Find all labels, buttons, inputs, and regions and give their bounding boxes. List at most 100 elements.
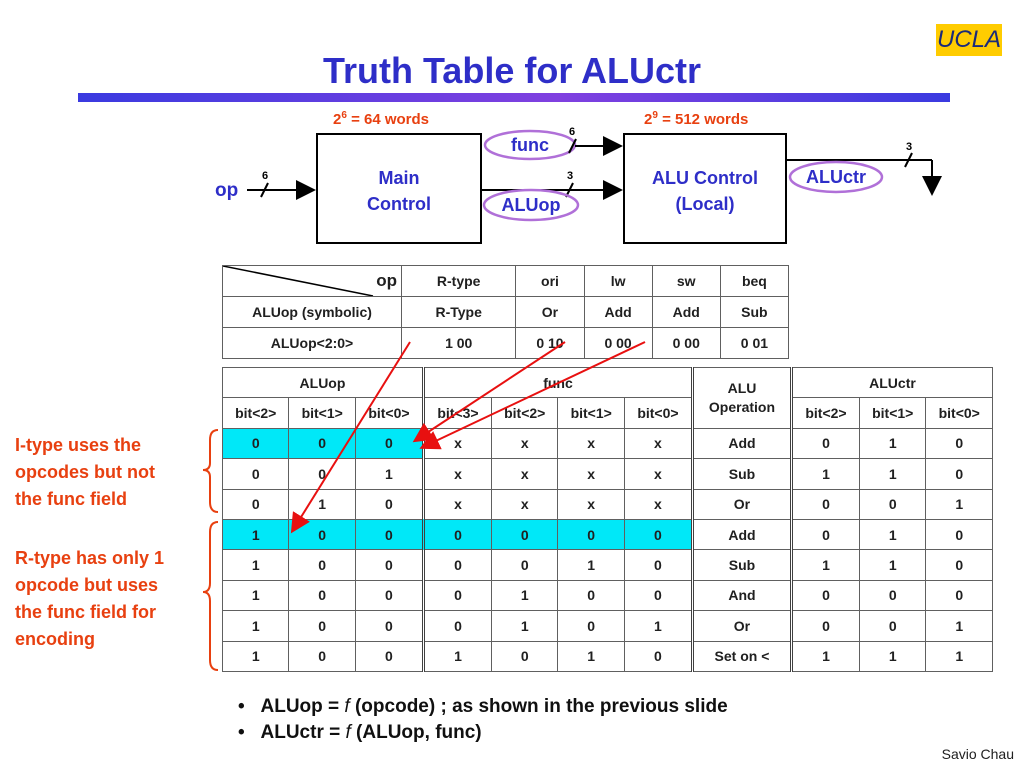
table-cell: x [557, 488, 625, 520]
aluctr-bus-tick [904, 152, 913, 168]
op-corner-label: op [376, 271, 397, 290]
table-cell: Set on < [690, 640, 792, 673]
table-cell: 0 [490, 549, 559, 581]
table-cell: Or [690, 610, 792, 642]
table-cell: 0 [623, 518, 693, 551]
table-cell: 0 [490, 640, 559, 673]
table-cell: 1 [925, 640, 993, 673]
bit-header-row: bit<2>bit<1>bit<0>bit<3>bit<2>bit<1>bit<… [221, 397, 993, 429]
rtype-note-line: opcode but uses [15, 575, 159, 595]
lw-arrow [412, 341, 566, 443]
alu-operation-header: ALU Operation [690, 367, 792, 429]
cell: 0 01 [719, 327, 790, 359]
table-cell: 0 [623, 640, 693, 673]
rtype-arrow [290, 341, 411, 534]
table-cell: 0 [221, 488, 290, 520]
table-cell: 1 [221, 549, 290, 581]
table-cell: 1 [858, 427, 927, 460]
table-cell: 0 [789, 610, 861, 642]
rtype-note: R-type has only 1 opcode but uses the fu… [15, 545, 164, 653]
table-cell: 0 [490, 518, 559, 551]
table-cell: Sub [690, 458, 792, 490]
opcode-table: op R-type ori lw sw beq ALUop (symbolic)… [222, 265, 790, 359]
table-cell: 0 [421, 549, 493, 581]
rtype-note-line: R-type has only 1 [15, 548, 165, 568]
table-cell: x [490, 488, 559, 520]
row-label: ALUop<2:0> [222, 327, 402, 359]
table-cell: 1 [925, 488, 993, 520]
table-cell: Add [690, 427, 792, 460]
slide-title: Truth Table for ALUctr [323, 50, 701, 91]
func-bits: 6 [569, 126, 575, 138]
table-cell: 0 [925, 549, 993, 581]
rtype-note-line: encoding [15, 629, 95, 649]
main-control-box [316, 133, 482, 244]
table-cell: 1 [858, 518, 927, 551]
rtype-brace [202, 521, 219, 671]
bit-header: bit<0> [623, 397, 693, 429]
bit-header: bit<1> [557, 397, 625, 429]
cell: 0 00 [651, 327, 721, 359]
table-cell: 1 [221, 640, 290, 673]
table-cell: 0 [354, 518, 424, 551]
itype-note-line: the func field [15, 489, 127, 509]
truth-table: ALUop func ALU Operation ALUctr bit<2>bi… [221, 366, 994, 673]
table-cell: 0 [557, 518, 625, 551]
func-bus-tick [568, 138, 577, 154]
aluop-oval [482, 188, 580, 222]
bit-header: bit<1> [288, 397, 356, 429]
table-cell: 0 [288, 579, 356, 612]
table-cell: 0 [354, 488, 424, 520]
aluctr-bits: 3 [906, 141, 912, 153]
cell: R-Type [400, 296, 517, 328]
table-cell: 0 [421, 610, 493, 642]
table-cell: 1 [925, 610, 993, 642]
op-bus-tick [260, 182, 269, 198]
table-cell: 0 [925, 579, 993, 612]
itype-note-line: I-type uses the [15, 435, 142, 455]
func-label: func [511, 135, 549, 155]
alu-operation-header-1: ALU [727, 379, 757, 396]
table-cell: 0 [858, 488, 927, 520]
sw-arrow [419, 341, 646, 450]
table-cell: 1 [789, 458, 861, 490]
cell: Add [583, 296, 653, 328]
table-cell: 1 [557, 640, 625, 673]
table-cell: x [421, 488, 493, 520]
bit-header: bit<0> [354, 397, 424, 429]
table-cell: Add [690, 518, 792, 551]
table-cell: 0 [789, 579, 861, 612]
table-cell: And [690, 579, 792, 612]
cell: Sub [719, 296, 790, 328]
title-underline [78, 93, 950, 102]
table-cell: 0 [354, 579, 424, 612]
opcode-row: ALUop (symbolic) R-Type Or Add Add Sub [222, 296, 790, 328]
table-cell: 0 [354, 640, 424, 673]
table-cell: 0 [858, 610, 927, 642]
opcode-col: lw [583, 265, 653, 297]
aluop-bits: 3 [567, 170, 573, 182]
table-cell: x [623, 488, 693, 520]
table-cell: 0 [623, 579, 693, 612]
table-cell: 1 [789, 640, 861, 673]
table-cell: 0 [288, 640, 356, 673]
aluctr-oval [788, 160, 884, 194]
cell: 1 00 [400, 327, 517, 359]
table-cell: 0 [421, 579, 493, 612]
table-cell: 0 [789, 427, 861, 460]
alu-control-box [623, 133, 787, 244]
aluop-label: ALUop [502, 195, 561, 215]
table-cell: 0 [354, 549, 424, 581]
diagonal-line [223, 266, 374, 296]
main-control-word-count: 26 = 64 words [333, 110, 429, 128]
bit-header: bit<2> [789, 397, 861, 429]
table-cell: 1 [490, 579, 559, 612]
table-cell: Sub [690, 549, 792, 581]
alu-operation-header-2: Operation [708, 398, 776, 415]
bullet-item: • ALUctr = f (ALUop, func) [238, 722, 482, 743]
